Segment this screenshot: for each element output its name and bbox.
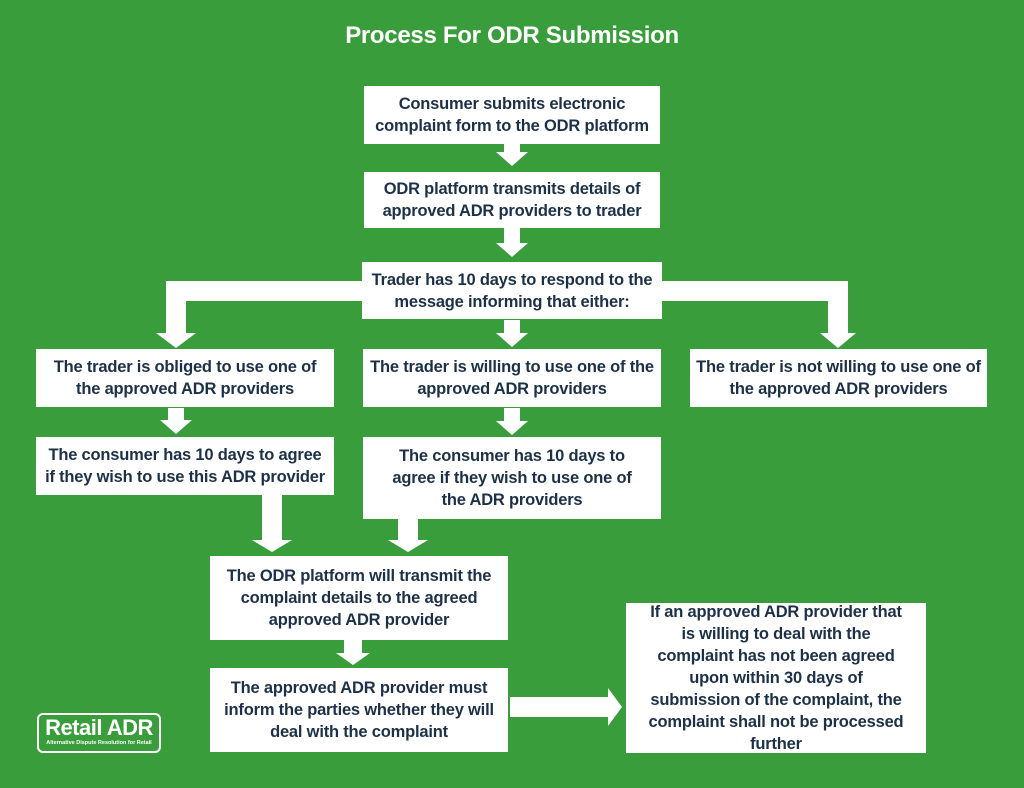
- logo-name: Retail ADR: [45, 715, 153, 740]
- arrow-platform-to-provider: [336, 640, 370, 665]
- node-trader-respond: Trader has 10 days to respond to the mes…: [362, 262, 662, 319]
- arrow-submit-to-transmit: [496, 143, 528, 166]
- arrow-trader-to-willing: [496, 320, 528, 347]
- logo-tagline: Alternative Dispute Resolution for Retai…: [46, 740, 152, 746]
- arrow-consumer-this-to-platform: [252, 494, 292, 552]
- arrow-willing-to-consumer: [496, 408, 528, 435]
- node-not-processed: If an approved ADR provider that is will…: [626, 603, 926, 753]
- arrow-provider-to-not-processed: [510, 688, 622, 726]
- node-submit-complaint: Consumer submits electronic complaint fo…: [364, 86, 660, 144]
- arrow-obliged-to-consumer: [160, 408, 192, 434]
- node-trader-obliged: The trader is obliged to use one of the …: [36, 349, 334, 407]
- arrow-consumer-one-to-platform: [388, 519, 428, 552]
- diagram-title: Process For ODR Submission: [345, 22, 679, 49]
- arrow-trader-to-not-willing: [662, 281, 856, 348]
- node-transmit-details: ODR platform transmits details of approv…: [364, 172, 660, 228]
- node-provider-inform: The approved ADR provider must inform th…: [210, 668, 508, 752]
- node-trader-not-willing: The trader is not willing to use one of …: [690, 349, 987, 407]
- node-consumer-agree-one: The consumer has 10 days to agree if the…: [363, 437, 661, 519]
- arrow-transmit-to-trader: [496, 228, 528, 257]
- arrow-trader-to-obliged: [156, 281, 362, 348]
- node-platform-transmit: The ODR platform will transmit the compl…: [210, 556, 508, 640]
- node-consumer-agree-this: The consumer has 10 days to agree if the…: [36, 437, 334, 495]
- node-trader-willing: The trader is willing to use one of the …: [363, 349, 661, 407]
- retail-adr-logo: Retail ADR Alternative Dispute Resolutio…: [37, 713, 161, 753]
